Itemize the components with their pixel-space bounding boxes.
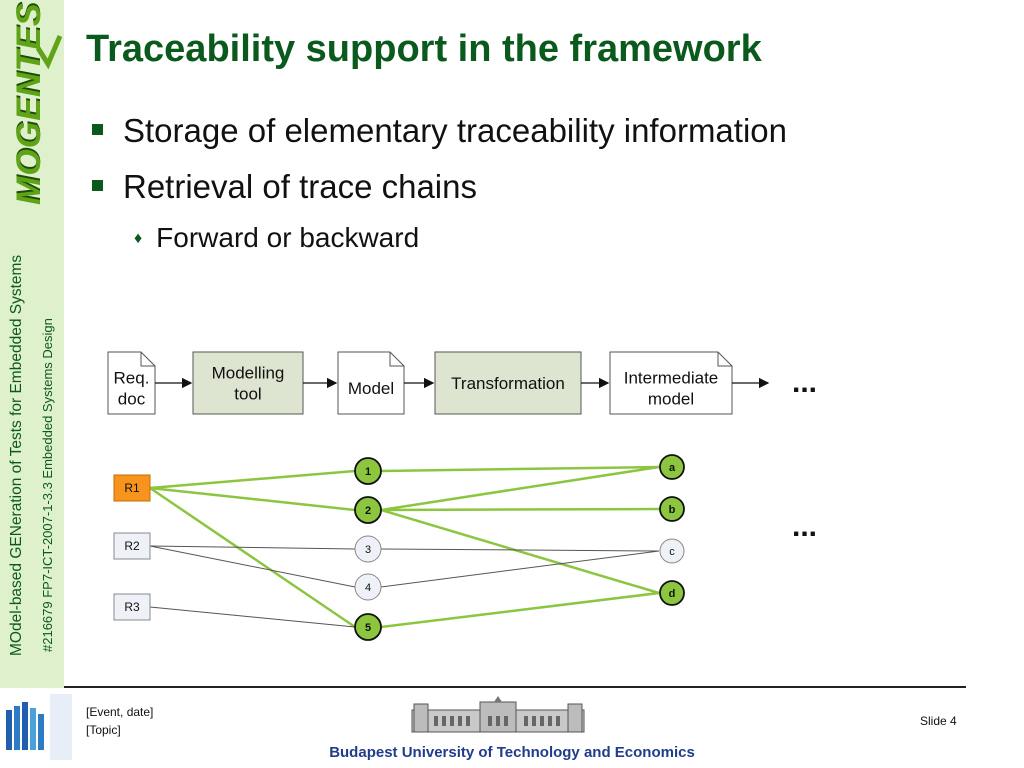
- pipeline-modelling-tool-label: tool: [234, 385, 261, 404]
- model-element-3: [354, 535, 382, 563]
- trace-link-r2-3: [149, 545, 356, 550]
- trace-links: [149, 465, 660, 629]
- pipeline-transformation-label: Transformation: [451, 374, 565, 393]
- model-element-label: 5: [365, 622, 371, 634]
- bullet-retrieval: Retrieval of trace chains: [92, 168, 477, 206]
- pipeline-modelling-tool-label: Modelling: [212, 364, 285, 383]
- intermediate-element-label: c: [669, 546, 675, 558]
- trace-link-r2-4: [149, 545, 356, 588]
- pipeline-transformation-tool-box: [434, 351, 582, 415]
- requirement-label: R1: [124, 481, 140, 495]
- intermediate-element-c: [659, 538, 685, 564]
- intermediate-element-b: [659, 496, 685, 522]
- requirement-label: R3: [124, 600, 140, 614]
- pipeline-model-page-fold: [389, 352, 404, 367]
- requirement-r1: [113, 474, 151, 502]
- model-element-label: 4: [365, 582, 371, 594]
- sidebar: MOGENTES MOdel-based GENeration of Tests…: [0, 0, 64, 688]
- trace-link-2-b: [380, 507, 660, 512]
- diamond-bullet-icon: ♦: [134, 230, 143, 247]
- trace-link-1-a: [380, 465, 660, 473]
- footer-topic: [Topic]: [86, 723, 121, 737]
- bullet-storage: Storage of elementary traceability infor…: [92, 112, 787, 150]
- pipeline-intermediate-model-label: model: [648, 390, 694, 409]
- pipeline-intermediate-model-document-shape: [609, 351, 733, 415]
- university-name: Budapest University of Technology and Ec…: [329, 744, 695, 761]
- trace-continuation: ...: [792, 510, 817, 543]
- pipeline-intermediate-model-page-fold: [717, 352, 732, 367]
- footer-divider: [64, 686, 966, 688]
- intermediate-element-d: [659, 580, 685, 606]
- trace-link-2-d: [380, 508, 660, 595]
- university-building-logo: [411, 696, 585, 733]
- pipeline: Req. doc Modelling tool Model Transformation I…: [107, 351, 817, 415]
- slide-title: Traceability support in the framework: [86, 28, 762, 70]
- pipeline-modelling-tool-tool-box: [192, 351, 304, 415]
- pipeline-model-document-shape: [337, 351, 405, 415]
- traceability-diagram: Req. doc Modelling tool Model Transformation I…: [107, 351, 817, 641]
- requirement-r3: [113, 593, 151, 621]
- trace-link-4-c: [380, 550, 660, 588]
- trace-link-r1-5: [149, 486, 356, 629]
- model-element-4: [354, 573, 382, 601]
- footer-event: [Event, date]: [86, 705, 154, 719]
- requirement-r2: [113, 532, 151, 560]
- model-element-label: 1: [365, 466, 371, 478]
- square-bullet-icon: [92, 123, 103, 135]
- check-mark-icon: [36, 35, 62, 70]
- trace-link-r1-1: [149, 469, 356, 490]
- model-element-label: 3: [365, 544, 371, 556]
- pipeline-model-label: Model: [348, 379, 394, 398]
- intermediate-element-label: a: [669, 462, 676, 474]
- model-element-1: [354, 457, 382, 485]
- square-bullet-icon: [92, 179, 103, 191]
- intermediate-element-label: d: [669, 588, 676, 600]
- slide-number: Slide 4: [920, 714, 957, 728]
- pipeline-req-doc-label: Req.: [114, 369, 150, 388]
- trace-link-2-a: [380, 465, 660, 512]
- model-element-2: [354, 496, 382, 524]
- pipeline-req-doc-label: doc: [118, 390, 146, 409]
- trace-link-3-c: [380, 548, 660, 552]
- trace-link-r3-5: [149, 606, 356, 628]
- model-element-label: 2: [365, 505, 371, 517]
- pipeline-intermediate-model-label: Intermediate: [624, 369, 719, 388]
- intermediate-element-label: b: [669, 504, 676, 516]
- trace-link-5-d: [380, 591, 660, 629]
- fp7-logo: [6, 694, 72, 760]
- pipeline-req-doc-document-shape: [107, 351, 156, 415]
- intermediate-element-a: [659, 454, 685, 480]
- pipeline-continuation: ...: [792, 366, 817, 399]
- pipeline-req-doc-page-fold: [140, 352, 155, 367]
- subbullet-direction: ♦Forward or backward: [134, 222, 420, 253]
- requirement-label: R2: [124, 539, 140, 553]
- trace-link-r1-2: [149, 486, 356, 512]
- model-element-5: [354, 613, 382, 641]
